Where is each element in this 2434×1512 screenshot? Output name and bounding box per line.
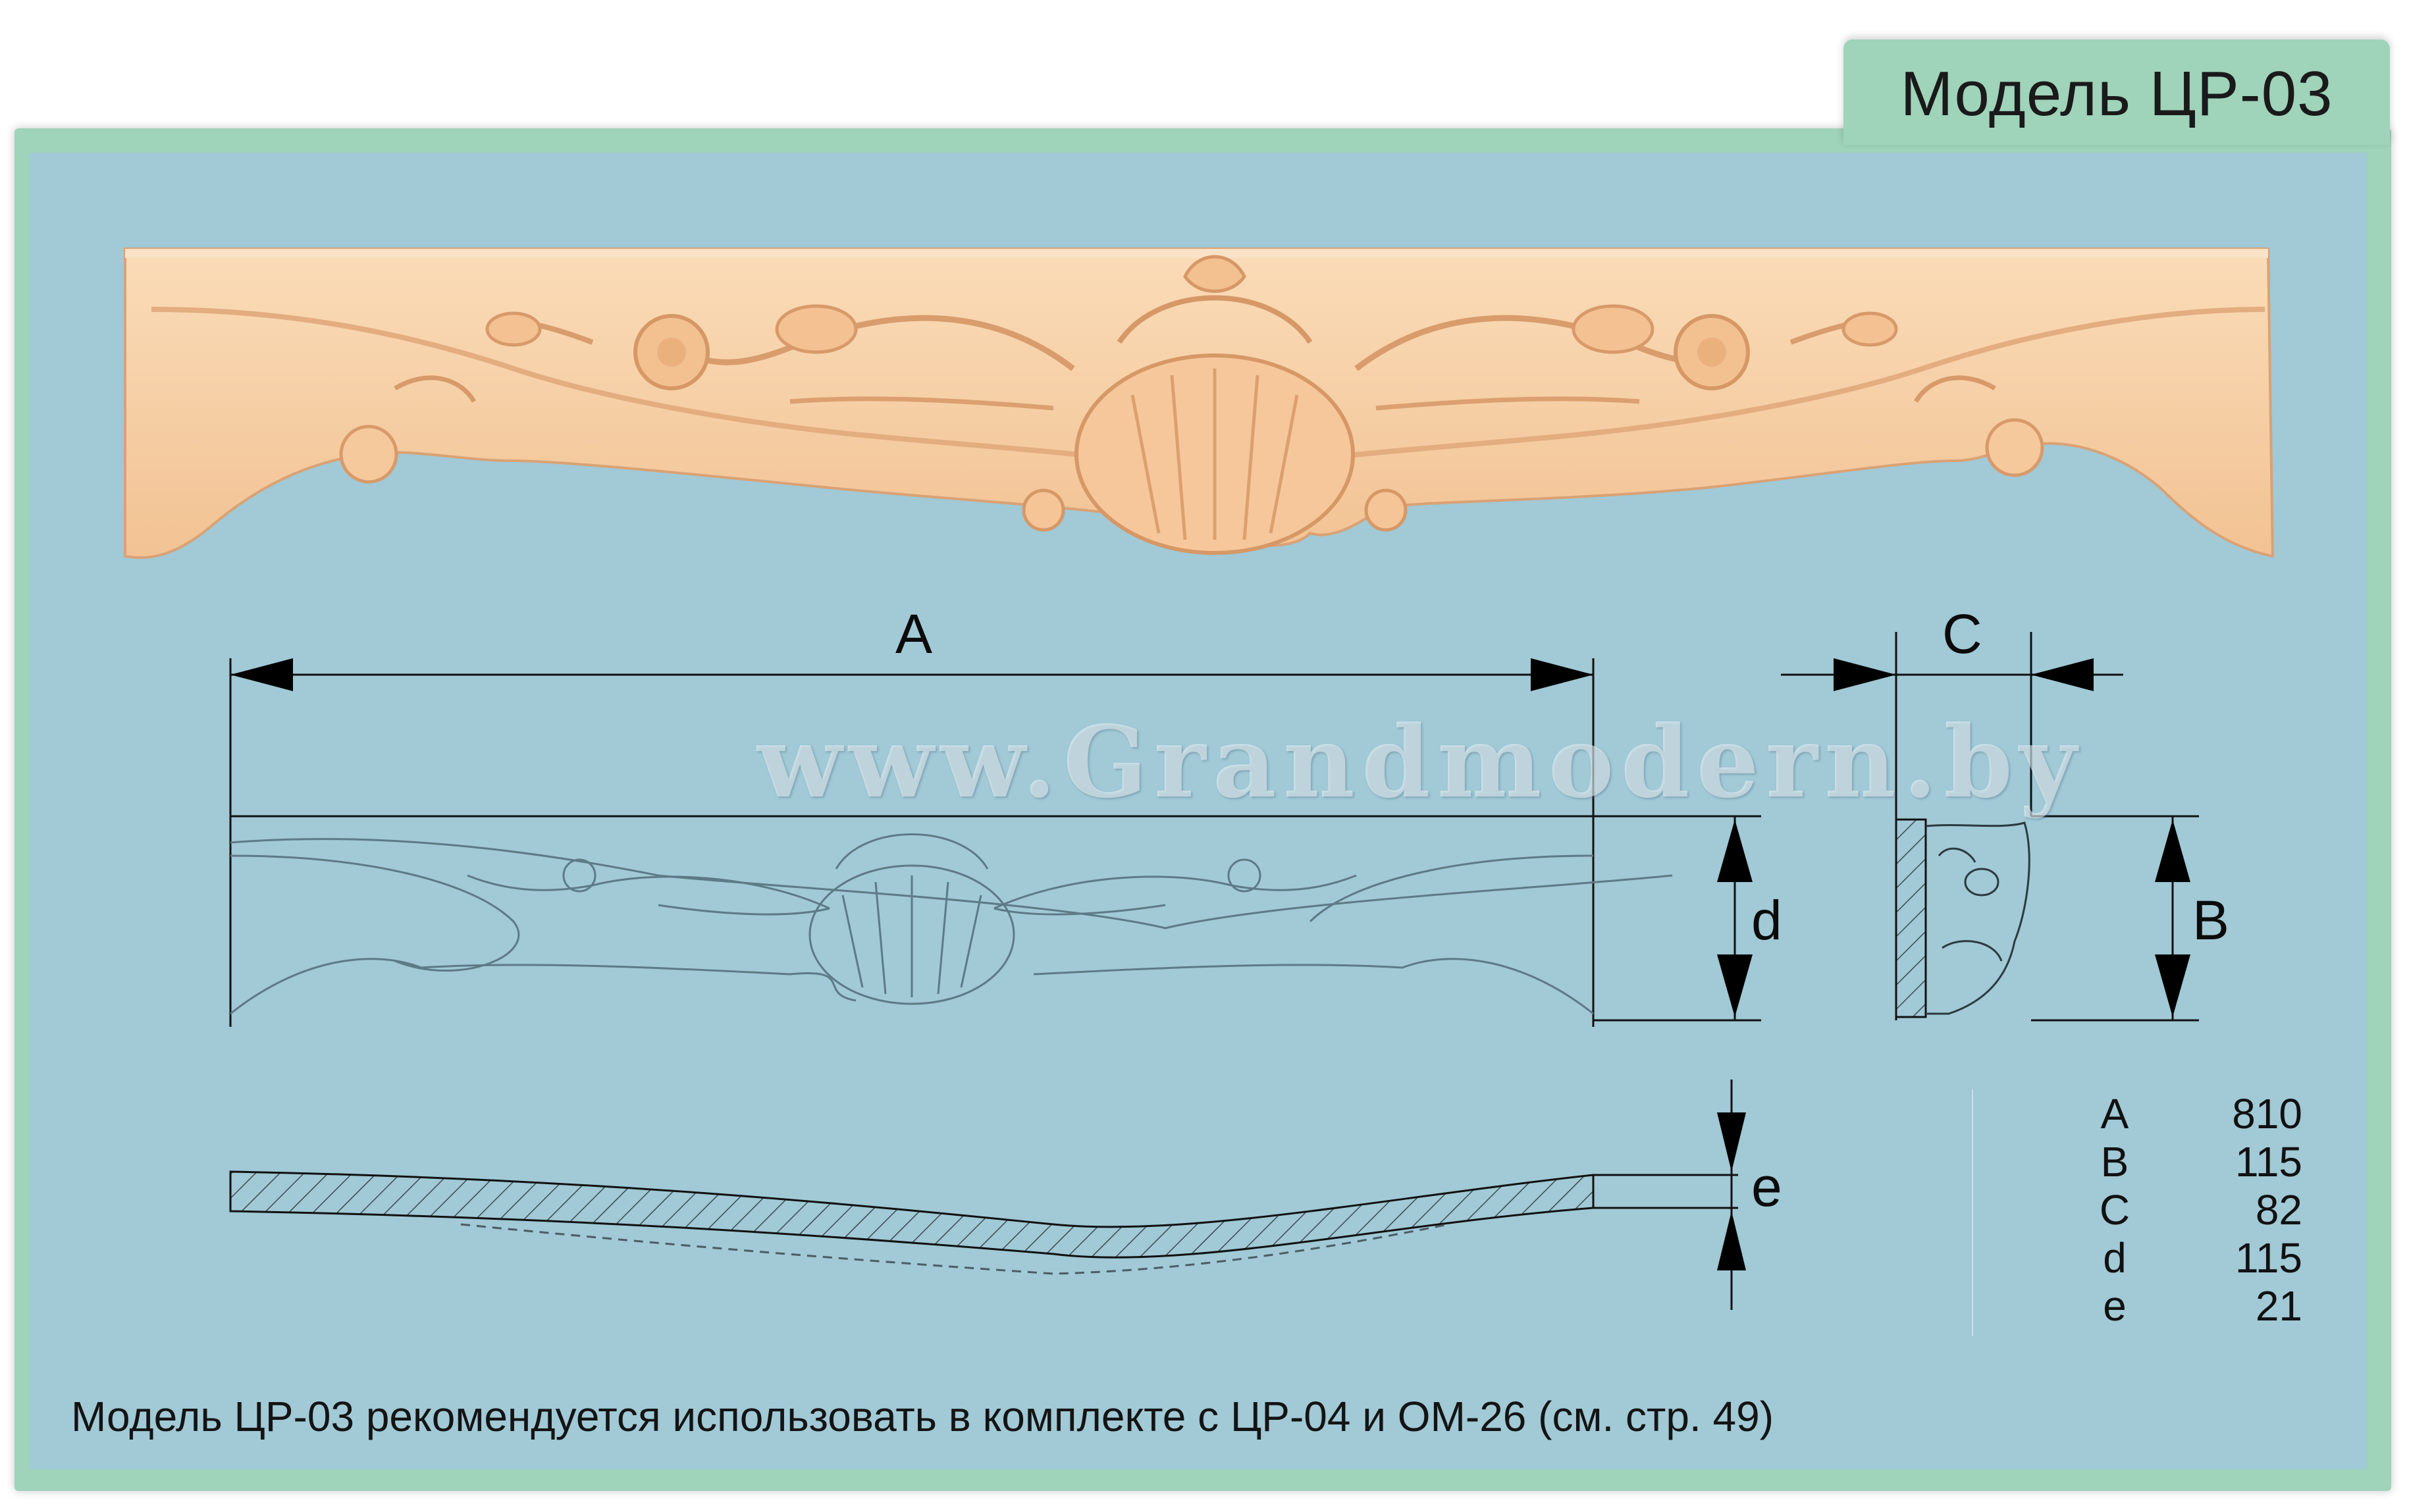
usage-note: Модель ЦР-03 рекомендуется использовать … [71, 1393, 1774, 1440]
spec-value: 21 [2255, 1282, 2302, 1330]
valance-photo [124, 248, 2275, 560]
dimension-a [229, 658, 1595, 1027]
side-view [1781, 632, 2199, 1022]
spec-value: 115 [2235, 1234, 2302, 1282]
spec-value: 810 [2232, 1089, 2302, 1137]
spec-key: e [2103, 1282, 2127, 1330]
title-tab [1843, 39, 2390, 145]
spec-value: 82 [2255, 1186, 2302, 1234]
front-view [230, 815, 1673, 1015]
dimension-d [1593, 815, 1761, 1022]
spec-key: B [2100, 1137, 2129, 1186]
page-title: Модель ЦР-03 [1900, 59, 2333, 129]
spec-value: 115 [2235, 1137, 2302, 1186]
spec-key: d [2103, 1234, 2127, 1282]
spec-table: A 810 B 115 C 82 d 115 e 21 [1972, 1089, 2355, 1336]
spec-row: A 810 [1973, 1089, 2355, 1137]
dimension-label-b: B [2192, 889, 2230, 951]
spec-row: e 21 [1973, 1282, 2355, 1330]
dimension-label-a: A [895, 603, 933, 665]
section-view [229, 1080, 1746, 1310]
spec-key: A [2100, 1089, 2129, 1137]
spec-row: d 115 [1973, 1234, 2355, 1282]
dimension-label-c: C [1942, 603, 1982, 665]
spec-row: C 82 [1973, 1186, 2355, 1234]
watermark: www.Grandmodern.by [757, 704, 2084, 820]
dimension-label-e: e [1751, 1156, 1782, 1218]
spec-row: B 115 [1973, 1137, 2355, 1186]
dimension-label-d: d [1751, 889, 1782, 951]
spec-key: C [2099, 1186, 2130, 1234]
